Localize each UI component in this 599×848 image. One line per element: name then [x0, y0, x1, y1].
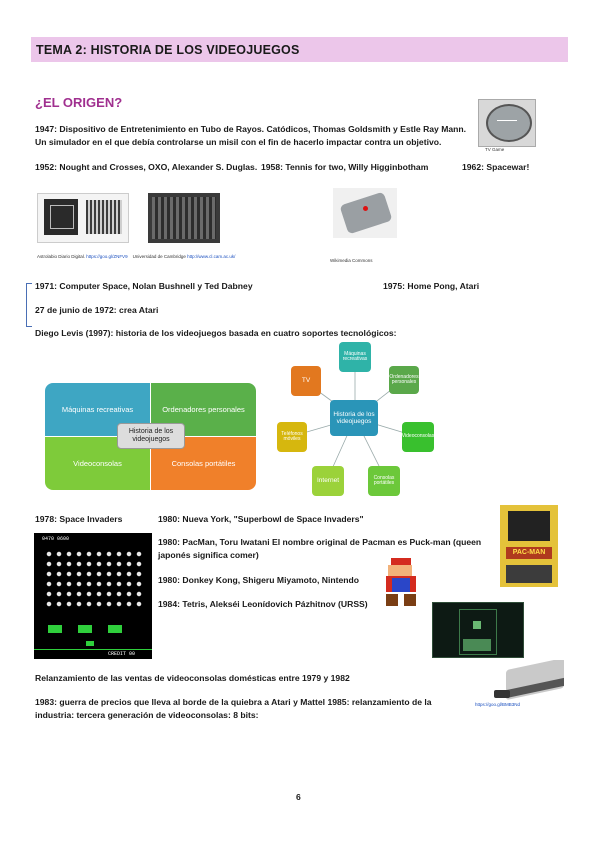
nes-credit-link[interactable]: https://goo.gl/BMB3Nd [475, 702, 521, 707]
wikimedia-credit: Wikimedia Commons [330, 258, 373, 263]
paragraph-1947-line1: 1947: Dispositivo de Entretenimiento en … [35, 124, 467, 134]
radial-diagram: Historia de los videojuegos Máquinas rec… [275, 338, 440, 498]
paragraph-levis: Diego Levis (1997): historia de los vide… [35, 328, 397, 338]
radial-node-mobiles: Teléfonos móviles [277, 422, 307, 452]
radial-node-pcs: Ordenadores personales [389, 366, 419, 394]
radial-node-tv: TV [291, 366, 321, 396]
paragraph-1980-donkeykong: 1980: Donkey Kong, Shigeru Miyamoto, Nin… [158, 575, 360, 585]
title-bar [31, 37, 568, 62]
quad-diagram: Máquinas recreativas Ordenadores persona… [45, 383, 256, 490]
paragraph-1980-ny: 1980: Nueva York, "Superbowl de Space In… [158, 514, 364, 524]
paragraph-1984: 1984: Tetris, Alekséi Leonídovich Pázhit… [158, 599, 368, 609]
tetris-image [432, 602, 524, 658]
radial-node-portables: Consolas portátiles [368, 466, 400, 496]
space-invaders-image: 0470 0600 CREDIT 00 [34, 533, 152, 659]
paragraph-1980-pacman-line1: 1980: PacMan, Toru Iwatani El nombre ori… [158, 537, 482, 547]
tv-game-caption: TV Game [485, 147, 505, 152]
tennis-controller-image [333, 188, 397, 238]
radial-node-consoles: Videoconsolas [402, 422, 434, 452]
paragraph-1980-pacman-line2: japonés significa comer) [158, 550, 259, 560]
quad-center: Historia de los videojuegos [117, 423, 185, 449]
credit-link-1[interactable]: https://goo.gl/ZNFV9 [86, 254, 128, 259]
pacman-cabinet-image: PAC-MAN [500, 505, 558, 587]
paragraph-1947-line2: Un simulador en el que debía controlarse… [35, 137, 442, 147]
radial-center: Historia de los videojuegos [330, 400, 378, 436]
edsac-computer-image [148, 193, 220, 243]
tv-game-image [478, 99, 536, 147]
paragraph-1983-line1: 1983: guerra de precios que lleva al bor… [35, 697, 432, 707]
page-title: TEMA 2: HISTORIA DE LOS VIDEOJUEGOS [36, 43, 300, 57]
paragraph-1978: 1978: Space Invaders [35, 514, 123, 524]
credit-link-2[interactable]: http://www.cl.cam.ac.uk/ [187, 254, 236, 259]
nes-console-image [492, 660, 568, 706]
paragraph-1983-line2: industria: tercera generación de videoco… [35, 710, 259, 720]
paragraph-relaunch: Relanzamiento de las ventas de videocons… [35, 673, 350, 683]
paragraph-1972: 27 de junio de 1972: crea Atari [35, 305, 159, 315]
left-image-credit: Astrolabio Diario Digital. https://goo.g… [37, 254, 236, 259]
paragraph-1971: 1971: Computer Space, Nolan Bushnell y T… [35, 281, 253, 291]
page-number: 6 [296, 792, 301, 802]
oxo-screen-image [37, 193, 129, 243]
section-heading: ¿EL ORIGEN? [35, 95, 123, 110]
paragraph-1962: 1962: Spacewar! [462, 162, 530, 172]
paragraph-1975: 1975: Home Pong, Atari [383, 281, 480, 291]
radial-node-internet: Internet [312, 466, 344, 496]
timeline-bracket [26, 283, 32, 327]
paragraph-1958: 1958: Tennis for two, Willy Higginbotham [261, 162, 429, 172]
mario-sprite-image [382, 558, 420, 608]
radial-node-machines: Máquinas recreativas [339, 342, 371, 372]
nes-credit: https://goo.gl/BMB3Nd [475, 702, 520, 707]
paragraph-1952: 1952: Nought and Crosses, OXO, Alexander… [35, 162, 258, 172]
